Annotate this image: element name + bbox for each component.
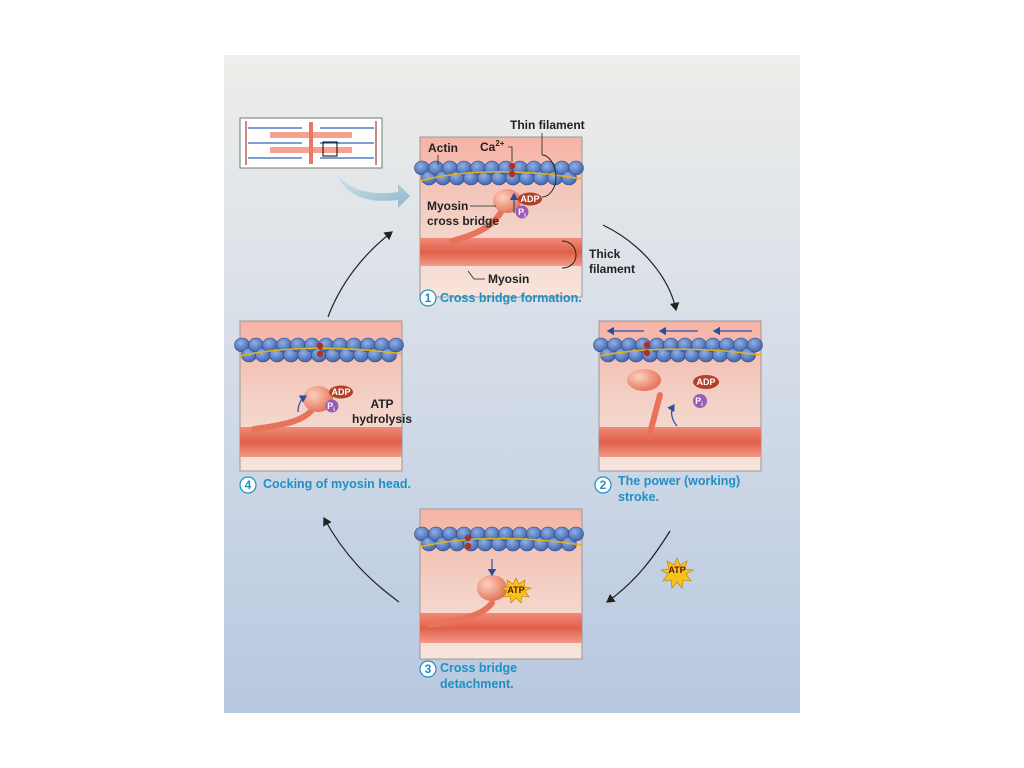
svg-text:Cross bridge formation.: Cross bridge formation. [440,291,582,305]
actin-label: Actin [428,141,458,155]
myosin-head [627,369,661,391]
tropomyosin-strand [419,537,583,548]
cycle-arrows [323,224,680,603]
calcium-ion [316,342,324,350]
step-2-caption: 2 The power (working) stroke. [594,474,740,504]
calcium-label: Ca2+ [480,139,505,154]
calcium-ion [508,170,516,178]
calcium-ion [508,162,516,170]
svg-text:stroke.: stroke. [618,490,659,504]
svg-text:Cross bridge: Cross bridge [440,661,517,675]
svg-text:detachment.: detachment. [440,677,514,691]
adp-label: ADP [696,377,715,387]
actin-filament [414,526,584,552]
calcium-ion [643,341,651,349]
step-number-badge [419,289,437,307]
adp-pill [518,192,542,206]
step-number-badge [239,476,257,494]
thick-filament [420,613,582,643]
myosin-neck [647,392,663,436]
myosin-head [477,575,507,601]
panel-1-cross-bridge-formation: ADP Pi [414,136,584,298]
svg-text:2: 2 [600,478,607,492]
zoom-arrow [336,173,410,208]
calcium-ion [464,534,472,542]
svg-text:1: 1 [425,291,432,305]
thin-filament-bracket [541,154,557,198]
svg-text:Cocking of myosin head.: Cocking of myosin head. [263,477,411,491]
thin-filament-label: Thin filament [510,118,585,132]
myosin-head [303,386,333,412]
svg-text:The power (working): The power (working) [618,474,740,488]
adp-label: ADP [520,194,539,204]
thick-filament [420,238,582,266]
thick-filament-bracket [561,240,577,269]
adp-pill [329,385,353,399]
step-number-badge [594,476,612,494]
thick-filament [599,427,761,457]
actin-subunit [747,337,763,353]
actin-subunit [568,526,584,542]
sarcomere-thumbnail [239,117,383,169]
svg-text:4: 4 [245,478,252,492]
atp-input-label: ATP [668,565,685,575]
calcium-ion [643,349,651,357]
step-1-caption: 1 Cross bridge formation. [419,289,582,307]
svg-text:3: 3 [425,662,432,676]
step-number-badge [419,660,437,678]
panel-2-power-stroke: ADP Pi [593,320,763,472]
actin-subunit [568,160,584,176]
cross-bridge-cycle-figure: ATP ADP Pi Thin filament Actin Ca2+ Myos… [224,55,800,713]
pi-circle [693,394,707,408]
stroke-arrow [667,404,678,427]
pi-label: Pi [327,401,335,413]
pi-circle [325,399,339,413]
myosin-label: Myosin [488,272,529,286]
adp-label: ADP [331,387,350,397]
step-4-caption: 4 Cocking of myosin head. [239,476,411,494]
panel-3-cross-bridge-detachment: ATP [414,508,584,660]
calcium-ion [464,542,472,550]
adp-pill [693,375,719,389]
pi-circle [515,205,529,219]
cocking-arrow [297,395,308,413]
thick-filament [240,427,402,457]
calcium-ion [316,350,324,358]
actin-filament [593,337,763,363]
atp-label: ATP [507,585,524,595]
atp-burst: ATP [500,577,532,604]
tropomyosin-strand [239,347,403,357]
myosin-neck [427,600,495,628]
atp-input-burst: ATP [660,557,694,589]
tropomyosin-strand [598,348,762,357]
actin-subunit [388,337,404,353]
pi-label: Pi [695,396,703,408]
pi-label: Pi [518,207,526,219]
tropomyosin-strand [419,170,583,182]
step-3-caption: 3 Cross bridge detachment. [419,660,517,691]
